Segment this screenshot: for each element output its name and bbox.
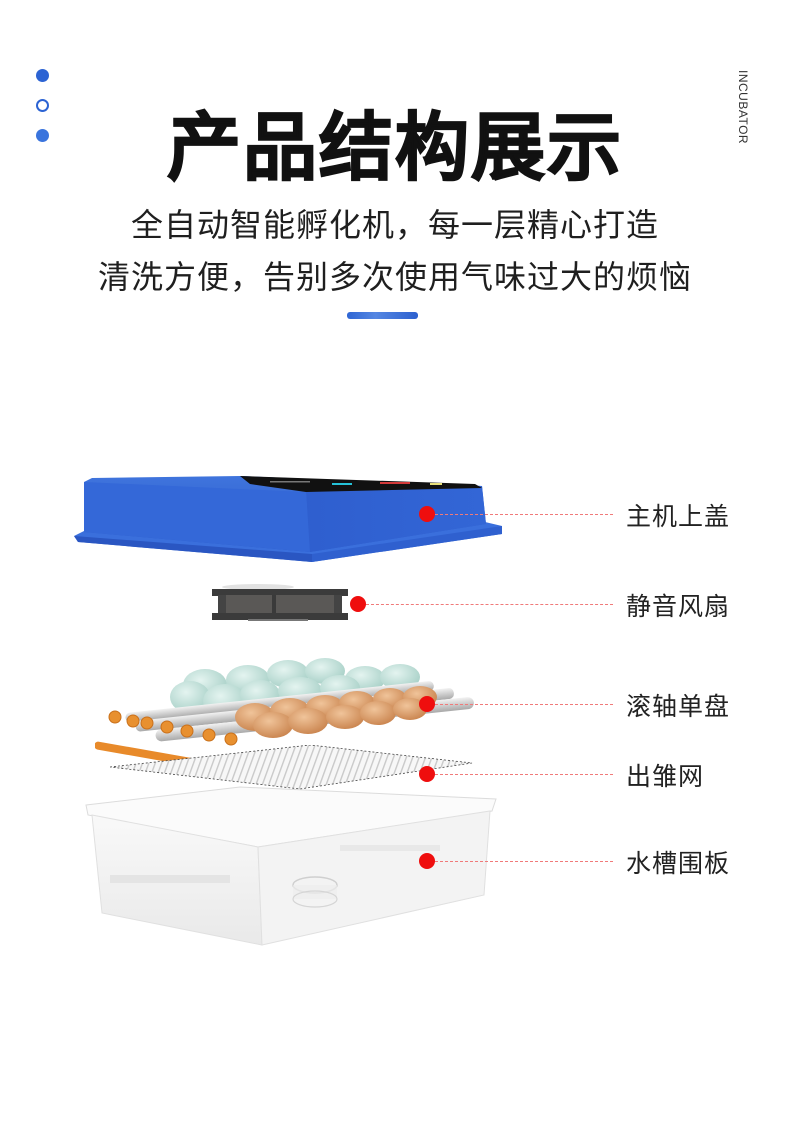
- label-tray: 滚轴单盘: [626, 692, 731, 721]
- subtitle-line-2: 清洗方便，告别多次使用气味过大的烦恼: [97, 258, 692, 296]
- hatching-mesh-image: [110, 745, 473, 790]
- leader-line: [366, 604, 613, 605]
- water-tank-base-image: [85, 786, 497, 946]
- label-lid: 主机上盖: [626, 502, 731, 531]
- page-title: 产品结构展示: [166, 104, 623, 192]
- roller-egg-tray-image: [95, 658, 474, 765]
- label-mesh: 出雏网: [626, 762, 705, 791]
- label-fan: 静音风扇: [626, 592, 731, 621]
- filled-dot-icon: [36, 129, 49, 142]
- pin-marker-icon: [419, 853, 435, 869]
- leader-line: [435, 704, 613, 705]
- leader-line: [435, 514, 613, 515]
- hollow-dot-icon: [36, 99, 49, 112]
- incubator-lid-image: [74, 476, 502, 562]
- subtitle-line-1: 全自动智能孵化机，每一层精心打造: [130, 206, 659, 244]
- pin-marker-icon: [419, 506, 435, 522]
- label-box: 水槽围板: [626, 849, 731, 878]
- leader-line: [435, 774, 613, 775]
- pin-marker-icon: [419, 696, 435, 712]
- side-label: INCUBATOR: [736, 70, 750, 145]
- pin-marker-icon: [350, 596, 366, 612]
- pin-marker-icon: [419, 766, 435, 782]
- filled-dot-icon: [36, 69, 49, 82]
- fan-image: [212, 584, 348, 621]
- decorative-dots: [36, 69, 52, 159]
- leader-line: [435, 861, 613, 862]
- accent-bar: [347, 312, 418, 319]
